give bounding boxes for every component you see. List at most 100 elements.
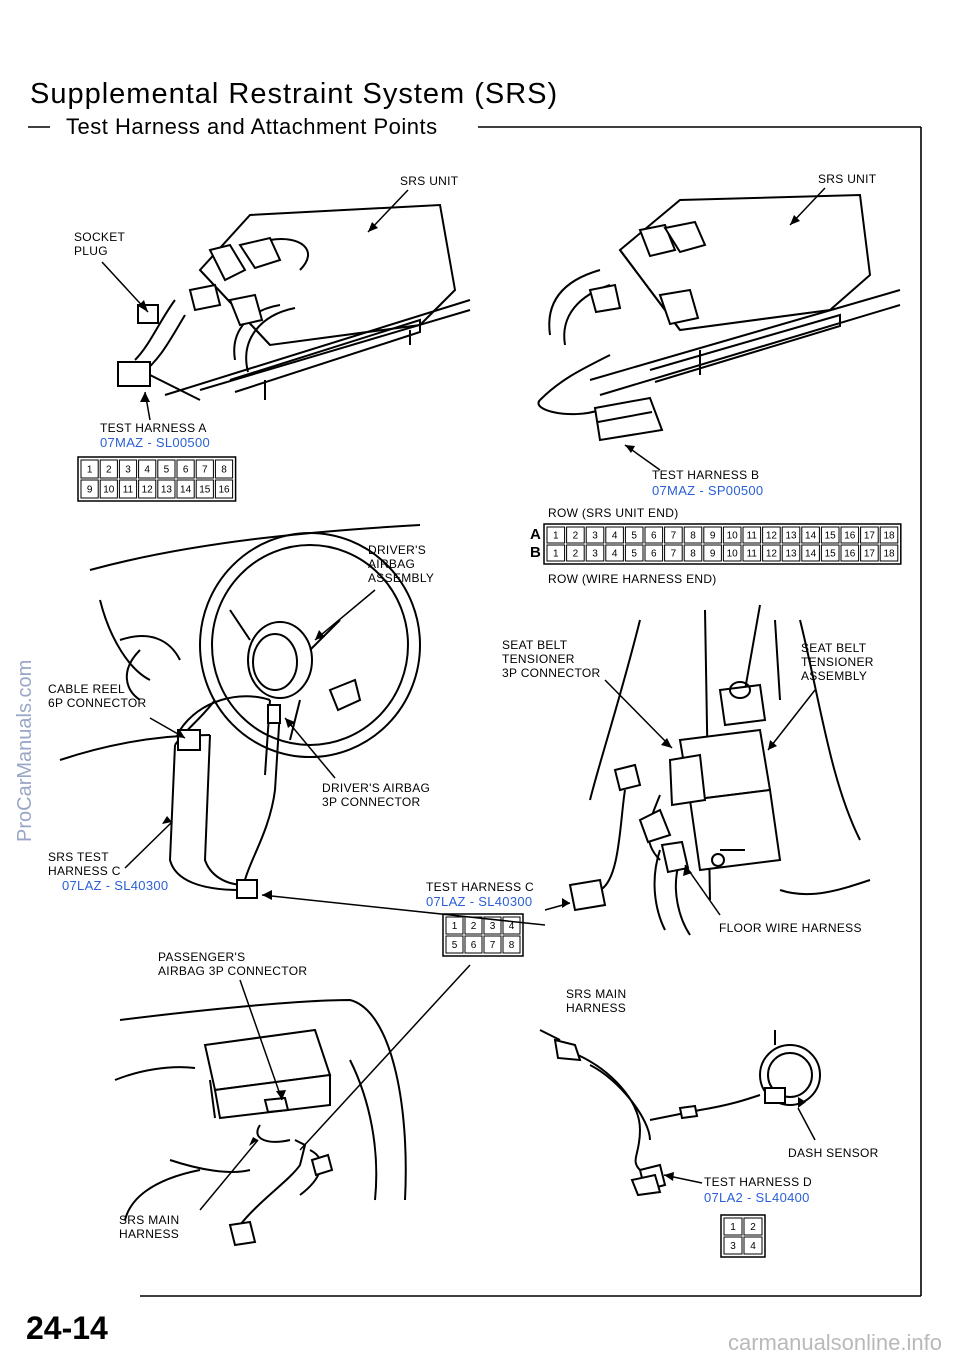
code-test-harness-d: 07LA2 - SL40400 [704,1190,810,1205]
pin-cell [723,1217,743,1236]
pin-number: 4 [612,531,618,542]
leader-lines-middle-left [124,589,546,926]
label-srs-unit-left: SRS UNIT [400,174,459,188]
pin-number: 4 [612,549,618,560]
pin-cell [742,544,762,562]
pin-cell [723,1236,743,1255]
pin-cell [483,935,502,954]
pin-cell [879,526,899,544]
pin-number: 3 [592,549,598,560]
label-dash-sensor: DASH SENSOR [788,1146,879,1160]
pin-cell [502,935,521,954]
label-row-srs-unit-end: ROW (SRS UNIT END) [548,506,679,520]
pin-number: 11 [747,549,758,560]
code-test-harness-b: 07MAZ - SP00500 [652,483,764,498]
label-srs-main-harness-right: SRS MAIN HARNESS [566,987,627,1015]
pin-cell [860,526,879,544]
pin-number: 8 [690,549,696,560]
pin-number: 3 [490,921,496,932]
pin-cell [546,544,566,562]
pin-cell [445,935,464,954]
pin-cell [722,526,742,544]
pin-number: 2 [471,921,477,932]
label-srs-test-harness-c: SRS TEST HARNESS C [48,850,121,878]
pin-cell [742,526,762,544]
pin-cell [99,459,118,479]
pin-number: 1 [87,465,93,476]
pin-cell [703,544,722,562]
pin-cell [605,526,624,544]
label-drivers-airbag-assembly: DRIVER'S AIRBAG ASSEMBLY [368,543,435,585]
pin-number: 10 [727,549,739,560]
label-cable-reel-connector: CABLE REEL 6P CONNECTOR [48,682,147,710]
pin-number: 13 [161,485,173,496]
pin-cell [157,459,176,479]
srs-unit-right-illustration [537,193,901,442]
pin-number: 7 [202,465,208,476]
pin-cell [483,916,502,935]
pin-cell [566,544,585,562]
pin-number: 6 [651,531,657,542]
pin-number: 14 [180,485,192,496]
pin-cell [703,526,722,544]
pin-cell [445,916,464,935]
page-title: Supplemental Restraint System (SRS) [30,78,559,110]
label-passengers-airbag-connector: PASSENGER'S AIRBAG 3P CONNECTOR [158,950,308,978]
pin-cell [176,459,195,479]
pin-cell [605,544,624,562]
pin-number: 15 [825,549,837,560]
code-srs-test-harness-c: 07LAZ - SL40300 [62,878,169,893]
pin-cell [464,935,483,954]
label-seat-belt-tensioner-assembly: SEAT BELT TENSIONER ASSEMBLY [801,641,874,683]
pin-number: 5 [631,549,637,560]
pin-number: 13 [785,531,797,542]
pin-number: 18 [883,531,895,542]
pin-cell [743,1217,763,1236]
pin-number: 14 [805,549,817,560]
pin-number: 9 [710,549,716,560]
pin-cell [664,526,683,544]
pin-number: 13 [785,549,797,560]
pin-cell [781,526,801,544]
pin-number: 16 [218,485,230,496]
pin-number: 17 [864,531,876,542]
pin-number: 4 [144,465,150,476]
code-test-harness-c: 07LAZ - SL40300 [426,894,533,909]
pin-number: 12 [766,549,778,560]
dash-sensor-illustration [539,1029,821,1197]
pin-number: 11 [123,485,134,496]
pin-cell [80,459,99,479]
pin-number: 2 [573,531,579,542]
pin-cell [644,544,664,562]
pin-cell [762,526,781,544]
pin-cell [644,526,664,544]
pin-cell [860,544,879,562]
pin-number: 16 [844,549,856,560]
pin-cell [585,544,605,562]
label-test-harness-c: TEST HARNESS C [426,880,534,894]
srs-unit-left-illustration [117,203,471,401]
pin-number: 1 [730,1222,736,1233]
pin-number: 15 [199,485,211,496]
page-number: 24-14 [26,1310,108,1346]
label-srs-main-harness-left: SRS MAIN HARNESS [119,1213,180,1241]
pin-cell [138,479,157,499]
pin-number: 7 [490,940,496,951]
watermark-left: ProCarManuals.com [14,659,36,842]
pin-number: 4 [750,1241,756,1252]
pin-number: 15 [825,531,837,542]
pin-number: 6 [471,940,477,951]
pin-number: 9 [87,485,93,496]
pin-number: 9 [710,531,716,542]
pin-number: 2 [106,465,112,476]
pin-cell [722,544,742,562]
row-label-a: A [530,526,541,543]
pin-number: 7 [671,549,677,560]
pin-number: 1 [553,531,559,542]
seat-belt-tensioner-illustration [568,604,871,936]
pin-cell [801,544,820,562]
